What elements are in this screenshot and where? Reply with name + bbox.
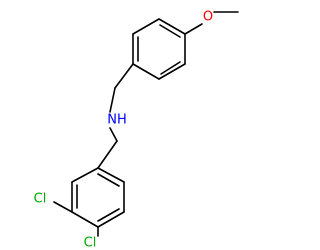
chlorine-atom-label: Cl xyxy=(84,236,97,250)
chlorine-atom-label: Cl xyxy=(34,192,47,207)
bond xyxy=(53,201,73,213)
amine-atom-label: NH xyxy=(107,113,127,128)
bond xyxy=(158,18,186,35)
oxygen-atom-label: O xyxy=(203,10,213,25)
bond xyxy=(132,18,160,35)
bond xyxy=(71,211,99,228)
dichlorophenyl-ring xyxy=(71,167,125,228)
molecule-structure: O NH Cl Cl xyxy=(34,10,239,250)
double-bond xyxy=(97,173,120,187)
bond xyxy=(114,63,134,89)
bond xyxy=(97,211,125,228)
bond xyxy=(158,63,186,80)
double-bond xyxy=(97,208,120,222)
bond xyxy=(132,63,160,80)
bond xyxy=(97,167,125,183)
methoxyphenyl-ring xyxy=(132,18,186,80)
bond xyxy=(109,127,118,142)
bond xyxy=(71,167,99,183)
bond xyxy=(184,23,203,35)
double-bond xyxy=(160,61,181,75)
double-bond xyxy=(159,24,181,38)
bond xyxy=(109,87,116,113)
bond xyxy=(97,140,118,169)
